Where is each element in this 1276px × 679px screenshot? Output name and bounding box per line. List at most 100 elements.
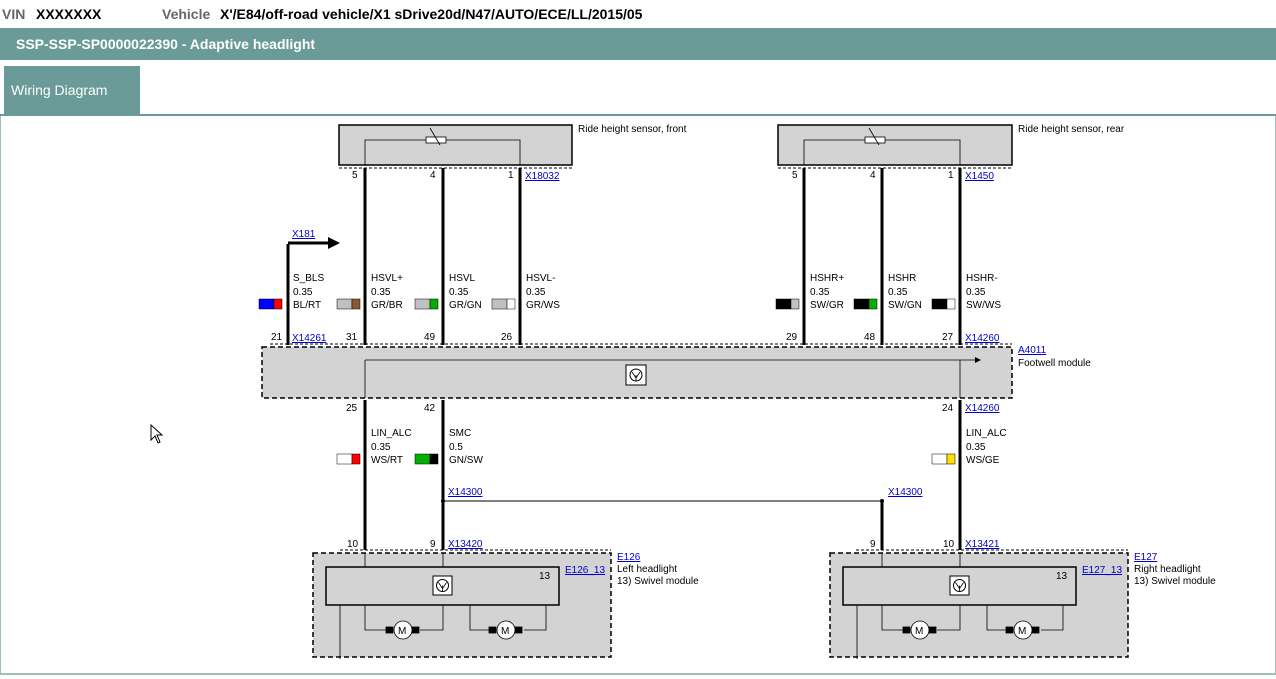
pin-24: 24 bbox=[942, 403, 954, 414]
vin-value: XXXXXXX bbox=[36, 6, 102, 22]
svg-text:HSVL-: HSVL- bbox=[526, 273, 555, 284]
connector-link-x181[interactable]: X181 bbox=[292, 229, 316, 240]
footwell-module-icon bbox=[625, 364, 647, 386]
component-link-e126[interactable]: E126 bbox=[617, 552, 641, 563]
right-swivel-num: 13 bbox=[1056, 571, 1068, 582]
svg-text:M: M bbox=[501, 626, 509, 637]
svg-text:0.35: 0.35 bbox=[293, 287, 313, 298]
front-sensor-box bbox=[338, 124, 573, 166]
right-hl-pin-10: 10 bbox=[943, 539, 955, 550]
tab-underline bbox=[0, 114, 1276, 116]
wire-label-s-bls: S_BLS 0.35 BL/RT bbox=[258, 273, 324, 311]
connector-link-x13420[interactable]: X13420 bbox=[448, 539, 483, 550]
right-motor-icons: M M bbox=[856, 605, 1064, 659]
front-pin-5: 5 bbox=[352, 170, 358, 181]
bls-arrow-head bbox=[328, 237, 340, 249]
wire-label-hsvl-minus: HSVL- 0.35 GR/WS bbox=[491, 273, 560, 311]
pin-48: 48 bbox=[864, 332, 876, 343]
mouse-pointer-icon bbox=[150, 424, 164, 444]
svg-text:SMC: SMC bbox=[449, 428, 471, 439]
rear-sensor-wiper bbox=[868, 127, 880, 146]
component-link-e127[interactable]: E127 bbox=[1134, 552, 1158, 563]
tab-label: Wiring Diagram bbox=[11, 82, 108, 98]
splice-dot-left bbox=[441, 499, 445, 503]
svg-text:0.35: 0.35 bbox=[888, 287, 908, 298]
left-headlight-sub: 13) Swivel module bbox=[617, 576, 699, 587]
svg-text:HSHR+: HSHR+ bbox=[810, 273, 844, 284]
svg-text:0.35: 0.35 bbox=[449, 287, 469, 298]
svg-text:HSVL+: HSVL+ bbox=[371, 273, 403, 284]
svg-text:BL/RT: BL/RT bbox=[293, 300, 321, 311]
svg-text:0.5: 0.5 bbox=[449, 442, 463, 453]
svg-text:LIN_ALC: LIN_ALC bbox=[371, 428, 412, 439]
svg-text:SW/WS: SW/WS bbox=[966, 300, 1001, 311]
left-hl-pin-9: 9 bbox=[430, 539, 436, 550]
tab-wiring-diagram[interactable]: Wiring Diagram bbox=[4, 66, 140, 114]
connector-link-x18032[interactable]: X18032 bbox=[525, 171, 560, 182]
svg-text:GR/GN: GR/GN bbox=[449, 300, 482, 311]
svg-text:0.35: 0.35 bbox=[371, 442, 391, 453]
front-sensor-resistor bbox=[425, 136, 447, 144]
svg-text:HSHR-: HSHR- bbox=[966, 273, 998, 284]
rear-sensor-resistor bbox=[864, 136, 886, 144]
left-hl-pin-10: 10 bbox=[347, 539, 359, 550]
rear-pin-1: 1 bbox=[948, 170, 954, 181]
right-hl-pin-9: 9 bbox=[870, 539, 876, 550]
splice-link-x14300-left[interactable]: X14300 bbox=[448, 487, 483, 498]
svg-text:WS/RT: WS/RT bbox=[371, 455, 403, 466]
connector-link-x14260-bottom[interactable]: X14260 bbox=[965, 403, 1000, 414]
svg-text:0.35: 0.35 bbox=[526, 287, 546, 298]
wire-label-hsvl: HSVL 0.35 GR/GN bbox=[414, 273, 482, 311]
component-link-e127-13[interactable]: E127_13 bbox=[1082, 565, 1122, 576]
svg-text:LIN_ALC: LIN_ALC bbox=[966, 428, 1007, 439]
module-label: Footwell module bbox=[1018, 358, 1091, 369]
right-headlight-sub: 13) Swivel module bbox=[1134, 576, 1216, 587]
front-sensor-wiper bbox=[429, 127, 441, 146]
wire-label-lin-alc-left: LIN_ALC 0.35 WS/RT bbox=[336, 428, 412, 466]
wire-label-hshr-minus: HSHR- 0.35 SW/WS bbox=[931, 273, 1001, 311]
pin-26: 26 bbox=[501, 332, 513, 343]
svg-text:GN/SW: GN/SW bbox=[449, 455, 483, 466]
svg-text:GR/BR: GR/BR bbox=[371, 300, 403, 311]
svg-text:SW/GR: SW/GR bbox=[810, 300, 844, 311]
svg-text:S_BLS: S_BLS bbox=[293, 273, 324, 284]
front-pin-1: 1 bbox=[508, 170, 514, 181]
connector-link-x13421[interactable]: X13421 bbox=[965, 539, 1000, 550]
pin-31: 31 bbox=[346, 332, 358, 343]
vehicle-label: Vehicle bbox=[162, 6, 211, 22]
upper-wires bbox=[286, 168, 962, 345]
module-link-a4011[interactable]: A4011 bbox=[1018, 345, 1047, 356]
svg-text:0.35: 0.35 bbox=[810, 287, 830, 298]
vehicle-info-bar: VIN XXXXXXX Vehicle X'/E84/off-road vehi… bbox=[0, 0, 1276, 28]
pin-49: 49 bbox=[424, 332, 436, 343]
wire-label-smc: SMC 0.5 GN/SW bbox=[414, 428, 483, 466]
connector-link-x14260-top[interactable]: X14260 bbox=[965, 333, 1000, 344]
splice-link-x14300-right[interactable]: X14300 bbox=[888, 487, 923, 498]
front-sensor-label: Ride height sensor, front bbox=[578, 124, 687, 135]
left-swivel-icon bbox=[432, 575, 453, 596]
connector-link-x1450[interactable]: X1450 bbox=[965, 171, 994, 182]
pin-27: 27 bbox=[942, 332, 954, 343]
vehicle-value: X'/E84/off-road vehicle/X1 sDrive20d/N47… bbox=[220, 6, 643, 22]
wire-label-lin-alc-right: LIN_ALC 0.35 WS/GE bbox=[931, 428, 1007, 466]
svg-text:0.35: 0.35 bbox=[966, 442, 986, 453]
document-title-bar: SSP-SSP-SP0000022390 - Adaptive headligh… bbox=[0, 28, 1276, 60]
splice-dot-right bbox=[880, 499, 884, 503]
svg-text:M: M bbox=[1018, 626, 1026, 637]
rear-pin-5: 5 bbox=[792, 170, 798, 181]
pin-21: 21 bbox=[271, 332, 283, 343]
svg-text:M: M bbox=[398, 626, 406, 637]
wire-label-hshr: HSHR 0.35 SW/GN bbox=[853, 273, 922, 311]
rear-sensor-label: Ride height sensor, rear bbox=[1018, 124, 1125, 135]
pin-42: 42 bbox=[424, 403, 436, 414]
module-bus-arrow bbox=[975, 357, 981, 363]
component-link-e126-13[interactable]: E126_13 bbox=[565, 565, 605, 576]
document-title: SSP-SSP-SP0000022390 - Adaptive headligh… bbox=[16, 36, 316, 52]
svg-text:HSVL: HSVL bbox=[449, 273, 476, 284]
connector-link-x14261[interactable]: X14261 bbox=[292, 333, 327, 344]
wire-label-hshr-plus: HSHR+ 0.35 SW/GR bbox=[775, 273, 844, 311]
rear-sensor-box bbox=[777, 124, 1013, 166]
right-swivel-icon bbox=[949, 575, 970, 596]
vin-label: VIN bbox=[2, 6, 26, 22]
svg-text:0.35: 0.35 bbox=[966, 287, 986, 298]
